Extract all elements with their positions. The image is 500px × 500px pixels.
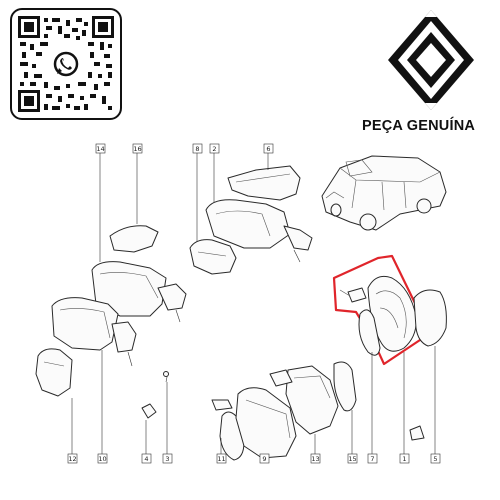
svg-text:7: 7 <box>370 455 374 463</box>
mirror-assembly-lower <box>211 361 357 461</box>
callout-leader-lines <box>71 152 436 458</box>
highlighted-part-outline <box>332 254 432 366</box>
svg-text:6: 6 <box>266 145 270 153</box>
callout-4: 4 <box>141 453 152 464</box>
parts-exploded-diagram: 14 16 8 2 6 12 10 4 3 11 9 13 15 7 1 5 <box>35 143 447 464</box>
callout-15: 15 <box>347 453 358 464</box>
callout-16: 16 <box>132 143 143 154</box>
callout-12: 12 <box>67 453 78 464</box>
svg-text:12: 12 <box>68 455 76 463</box>
callout-2: 2 <box>209 143 220 154</box>
mirror-glass-part-7 <box>358 309 381 356</box>
callout-9: 9 <box>259 453 270 464</box>
svg-text:8: 8 <box>195 145 199 153</box>
callout-14: 14 <box>95 143 106 154</box>
svg-text:4: 4 <box>144 455 148 463</box>
svg-text:15: 15 <box>348 455 356 463</box>
svg-text:5: 5 <box>433 455 437 463</box>
callout-13: 13 <box>310 453 321 464</box>
svg-text:10: 10 <box>98 455 106 463</box>
svg-text:11: 11 <box>217 455 225 463</box>
svg-text:13: 13 <box>311 455 319 463</box>
callout-3: 3 <box>162 453 173 464</box>
whatsapp-qr-code[interactable] <box>10 8 122 120</box>
mirror-assembly-left <box>35 261 187 419</box>
qr-code-icon <box>18 16 114 112</box>
svg-text:14: 14 <box>96 145 104 153</box>
callout-8: 8 <box>192 143 203 154</box>
callout-10: 10 <box>97 453 108 464</box>
renault-diamond-logo <box>388 10 474 115</box>
trim-part-16 <box>109 225 159 253</box>
car-illustration <box>321 155 447 231</box>
renault-logo-icon <box>388 10 474 110</box>
mirror-assembly-upper <box>189 165 313 275</box>
svg-text:9: 9 <box>262 455 266 463</box>
callout-labels: 14 16 8 2 6 12 10 4 3 11 9 13 15 7 1 5 <box>67 143 441 464</box>
callout-6: 6 <box>263 143 274 154</box>
genuine-part-badge: PEÇA GENUÍNA <box>362 118 476 134</box>
callout-7: 7 <box>367 453 378 464</box>
svg-text:2: 2 <box>212 145 216 153</box>
svg-text:1: 1 <box>402 455 406 463</box>
svg-text:3: 3 <box>165 455 169 463</box>
callout-1: 1 <box>399 453 410 464</box>
callout-11: 11 <box>216 453 227 464</box>
callout-5: 5 <box>430 453 441 464</box>
mirror-housing-part-1 <box>339 275 417 352</box>
mirror-cover-part-5 <box>413 289 447 347</box>
svg-text:16: 16 <box>133 145 141 153</box>
